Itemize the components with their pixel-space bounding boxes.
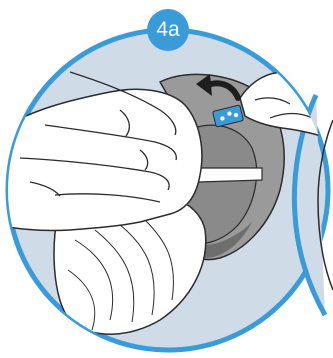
device-dark-shadow — [200, 222, 252, 258]
step-badge — [147, 9, 189, 51]
device-inner-ring — [187, 124, 258, 245]
droplet-tab-icon — [220, 111, 239, 121]
curved-arrow-icon — [196, 74, 241, 101]
adjacent-circle-inner — [317, 119, 333, 291]
pouch-folds — [67, 219, 174, 331]
finger-lines — [19, 71, 177, 203]
step-badge-label: 4a — [156, 18, 180, 41]
device-strap — [197, 167, 263, 183]
pull-tab — [212, 104, 244, 128]
left-hand — [8, 88, 203, 232]
